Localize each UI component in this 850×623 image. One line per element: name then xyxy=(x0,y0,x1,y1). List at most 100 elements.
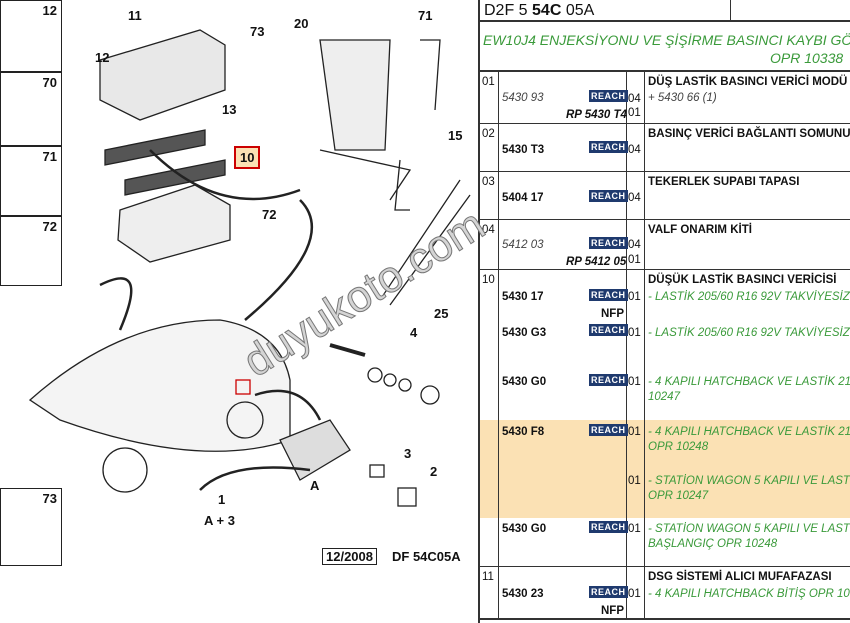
column-divider xyxy=(644,220,645,269)
callout-25[interactable]: 25 xyxy=(434,306,449,321)
reach-badge: REACH xyxy=(589,141,628,153)
column-divider xyxy=(644,567,645,618)
table-row[interactable]: 11 DSG SİSTEMİ ALICI MUFAFAZASI 5430 23 … xyxy=(480,567,850,620)
row-desc: DÜŞÜK LASTİK BASINCI VERİCİSİ xyxy=(648,274,837,286)
column-divider xyxy=(498,567,499,618)
row-desc: VALF ONARIM KİTİ xyxy=(648,224,752,236)
column-divider xyxy=(498,72,499,123)
callout-15[interactable]: 15 xyxy=(448,128,463,143)
row-note: - 4 KAPILI HATCHBACK BİTİŞ OPR 101 xyxy=(648,588,850,600)
part-number[interactable]: 5430 23 xyxy=(502,588,544,600)
footer-ref: DF 54C05A xyxy=(392,549,461,564)
part-number[interactable]: 5430 G3 xyxy=(502,327,547,339)
reach-badge: REACH xyxy=(589,90,628,102)
nfp-label: NFP xyxy=(601,605,624,617)
thumb-label: 70 xyxy=(42,75,57,90)
quantity: 04 xyxy=(628,144,641,156)
reach-badge: REACH xyxy=(589,237,628,249)
row-note: + 5430 66 (1) xyxy=(648,92,717,104)
column-divider xyxy=(498,220,499,269)
quantity: 04 xyxy=(628,192,641,204)
thumb-72[interactable]: 72 xyxy=(0,216,62,286)
thumb-12[interactable]: 12 xyxy=(0,0,62,72)
part-number[interactable]: 5430 G0 xyxy=(502,376,547,388)
table-row[interactable]: 10 DÜŞÜK LASTİK BASINCI VERİCİSİ 5430 17… xyxy=(480,270,850,567)
header-divider xyxy=(730,0,731,22)
row-desc: BASINÇ VERİCİ BAĞLANTI SOMUNU xyxy=(648,128,850,140)
header-code-post: 05A xyxy=(561,2,595,19)
part-number[interactable]: 5430 17 xyxy=(502,291,544,303)
header-code-pre: D2F 5 xyxy=(484,2,533,19)
column-divider xyxy=(498,172,499,219)
row-note: - 4 KAPILI HATCHBACK VE LASTİK 215 xyxy=(648,426,850,438)
rp-quantity: 01 xyxy=(628,107,641,119)
row-ref: 10 xyxy=(482,274,495,286)
callout-a-plus-3[interactable]: A + 3 xyxy=(204,513,235,528)
quantity: 01 xyxy=(628,475,641,487)
table-row[interactable]: 01 DÜŞ LASTİK BASINCI VERİCİ MODÜ 5430 9… xyxy=(480,72,850,124)
part-number[interactable]: 5430 T3 xyxy=(502,144,545,156)
table-header: D2F 5 54C 05A xyxy=(480,0,850,22)
row-ref: 02 xyxy=(482,128,495,140)
callout-13[interactable]: 13 xyxy=(222,102,237,117)
quantity: 01 xyxy=(628,426,641,438)
rp-quantity: 01 xyxy=(628,254,641,266)
footer-date: 12/2008 xyxy=(322,548,377,565)
quantity: 01 xyxy=(628,588,641,600)
row-note: BAŞLANGIÇ OPR 10248 xyxy=(648,538,778,550)
reach-badge: REACH xyxy=(589,521,628,533)
callout-1[interactable]: 1 xyxy=(218,492,226,507)
row-note: OPR 10247 xyxy=(648,490,709,502)
column-divider xyxy=(644,72,645,123)
thumb-71[interactable]: 71 xyxy=(0,146,62,216)
part-number[interactable]: 5430 G0 xyxy=(502,523,547,535)
callout-10[interactable]: 10 xyxy=(234,146,261,169)
reach-badge: REACH xyxy=(589,190,628,202)
quantity: 01 xyxy=(628,376,641,388)
thumb-label: 72 xyxy=(42,219,57,234)
part-number[interactable]: 5430 F8 xyxy=(502,426,545,438)
diagram-drawing xyxy=(9,29,471,536)
callout-20[interactable]: 20 xyxy=(294,16,309,31)
title-line1: EW10J4 ENJEKSİYONU VE ŞİŞİRME BASINCI KA… xyxy=(483,32,850,48)
part-number[interactable]: 5412 03 xyxy=(502,239,544,251)
callout-a[interactable]: A xyxy=(310,478,320,493)
table-title: EW10J4 ENJEKSİYONU VE ŞİŞİRME BASINCI KA… xyxy=(480,22,850,72)
callout-12[interactable]: 12 xyxy=(95,50,110,65)
quantity: 04 xyxy=(628,239,641,251)
part-number[interactable]: 5430 93 xyxy=(502,92,544,104)
table-row[interactable]: 04 VALF ONARIM KİTİ 5412 03 REACH 04 RP … xyxy=(480,220,850,270)
table-row[interactable]: 02 BASINÇ VERİCİ BAĞLANTI SOMUNU 5430 T3… xyxy=(480,124,850,172)
callout-3[interactable]: 3 xyxy=(404,446,412,461)
callout-71[interactable]: 71 xyxy=(418,8,433,23)
callout-11[interactable]: 11 xyxy=(128,8,142,23)
callout-4[interactable]: 4 xyxy=(410,325,418,340)
row-ref: 01 xyxy=(482,76,495,88)
column-divider xyxy=(644,270,645,566)
column-divider xyxy=(498,124,499,171)
row-note: OPR 10248 xyxy=(648,441,709,453)
row-ref: 03 xyxy=(482,176,495,188)
table-row[interactable]: 03 TEKERLEK SUPABI TAPASI 5404 17 REACH … xyxy=(480,172,850,220)
rp-part-number[interactable]: RP 5430 T4 xyxy=(566,109,627,121)
thumb-73[interactable]: 73 xyxy=(0,488,62,566)
row-ref: 04 xyxy=(482,224,495,236)
callout-2[interactable]: 2 xyxy=(430,464,438,479)
row-note: - LASTİK 205/60 R16 92V TAKVİYESİZ E xyxy=(648,327,850,339)
quantity: 01 xyxy=(628,327,641,339)
thumb-70[interactable]: 70 xyxy=(0,72,62,146)
row-desc: DÜŞ LASTİK BASINCI VERİCİ MODÜ xyxy=(648,76,848,88)
row-desc: TEKERLEK SUPABI TAPASI xyxy=(648,176,800,188)
thumb-label: 12 xyxy=(42,3,57,18)
thumb-label: 73 xyxy=(42,491,57,506)
callout-72[interactable]: 72 xyxy=(262,207,277,222)
rp-part-number[interactable]: RP 5412 05 xyxy=(566,256,627,268)
callout-73[interactable]: 73 xyxy=(250,24,265,39)
nfp-label: NFP xyxy=(601,308,624,320)
header-code-bold: 54C xyxy=(532,2,562,19)
reach-badge: REACH xyxy=(589,424,628,436)
part-number[interactable]: 5404 17 xyxy=(502,192,544,204)
reach-badge: REACH xyxy=(589,289,628,301)
row-note: 10247 xyxy=(648,391,680,403)
row-desc: DSG SİSTEMİ ALICI MUFAFAZASI xyxy=(648,571,832,583)
